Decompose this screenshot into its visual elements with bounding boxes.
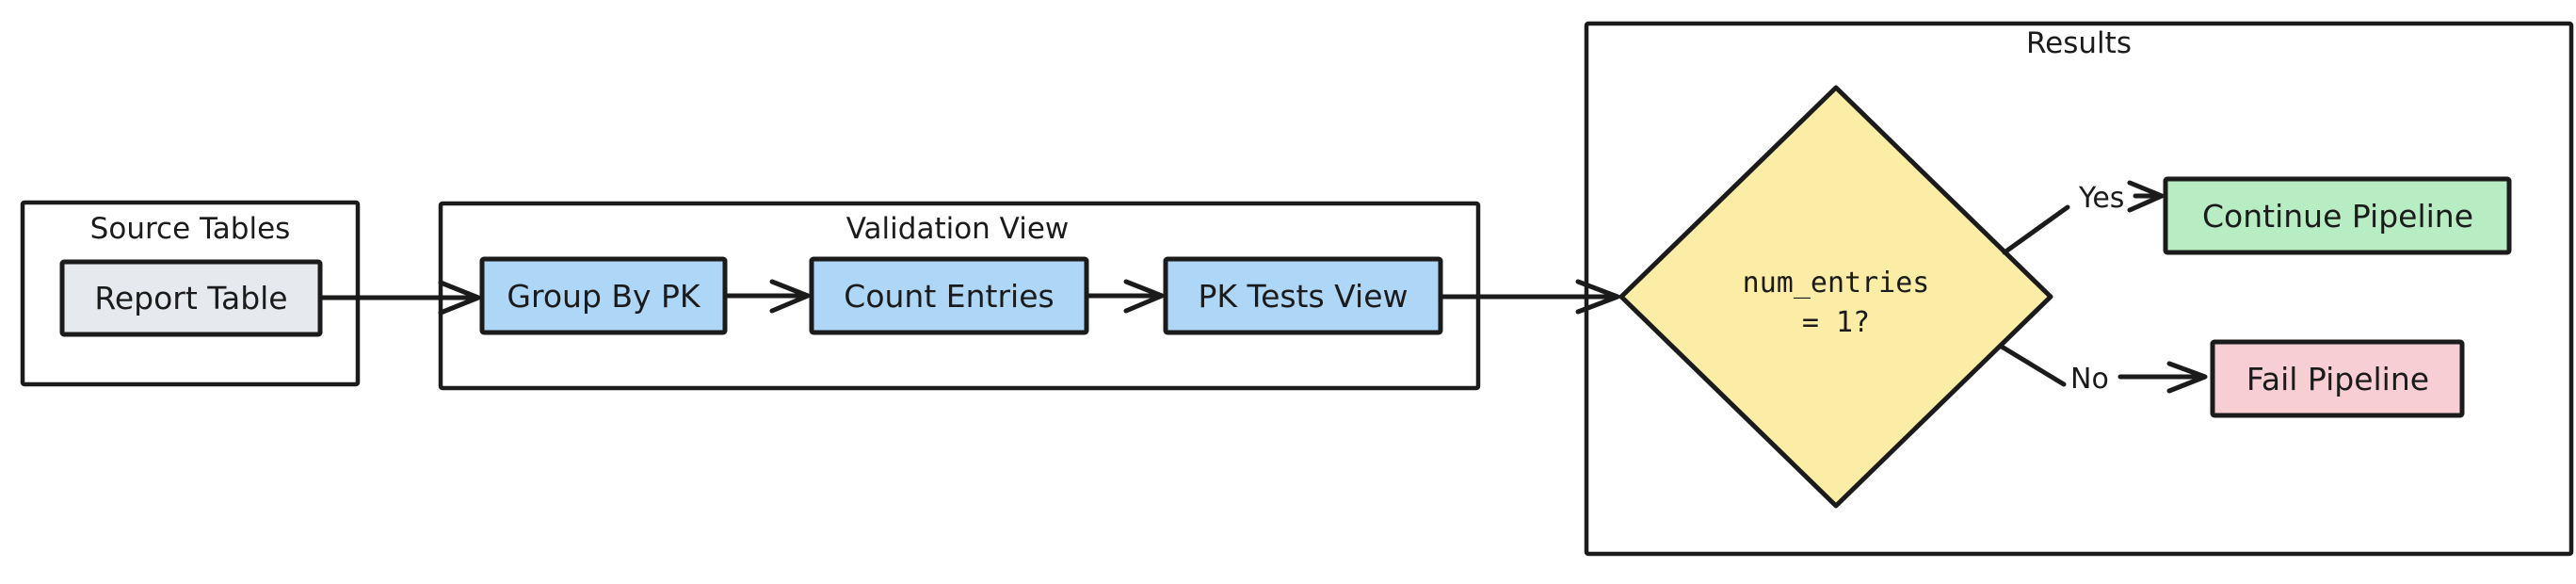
node-fail-pipeline[interactable] xyxy=(2210,339,2465,418)
edge-pktests-to-decision xyxy=(1438,279,1620,315)
node-num-entries-decision-label-line1: num_entries xyxy=(1743,267,1930,300)
group-validation-view: Validation View Group By PK Count Entrie… xyxy=(438,201,1481,391)
node-pk-tests-view-label: PK Tests View xyxy=(1198,278,1408,315)
source-tables-container xyxy=(20,200,361,387)
node-num-entries-decision[interactable] xyxy=(1618,85,2053,509)
node-num-entries-decision-label-line2: = 1? xyxy=(1802,306,1870,339)
results-container xyxy=(1584,21,2574,557)
edge-decision-no: No xyxy=(1999,344,2208,396)
node-continue-pipeline[interactable] xyxy=(2163,176,2512,255)
edge-decision-yes: Yes xyxy=(2002,180,2165,255)
node-continue-pipeline-label: Continue Pipeline xyxy=(2202,198,2473,235)
edge-group-to-count xyxy=(722,279,811,314)
edge-report-to-group xyxy=(317,280,481,316)
edge-decision-yes-label: Yes xyxy=(2078,182,2124,215)
source-tables-label: Source Tables xyxy=(90,212,291,246)
group-source-tables: Source Tables Report Table xyxy=(20,200,361,387)
results-label: Results xyxy=(2026,26,2132,60)
node-count-entries-label: Count Entries xyxy=(844,278,1054,315)
validation-view-label: Validation View xyxy=(846,212,1070,246)
node-group-by-pk-label: Group By PK xyxy=(507,278,701,315)
group-results: Results num_entries = 1? Continue Pipeli… xyxy=(1584,21,2574,557)
node-report-table-label: Report Table xyxy=(94,280,287,316)
edge-count-to-pktests xyxy=(1084,279,1165,314)
edge-decision-no-label: No xyxy=(2070,363,2109,396)
node-fail-pipeline-label: Fail Pipeline xyxy=(2246,361,2429,397)
